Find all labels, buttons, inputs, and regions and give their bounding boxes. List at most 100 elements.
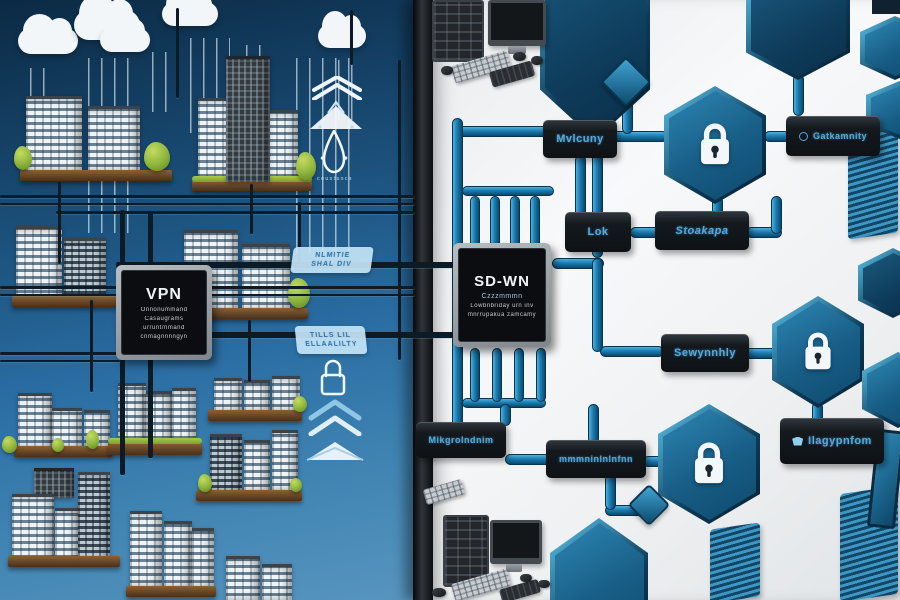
building [242, 244, 290, 309]
label-lock-text: Lok [587, 226, 609, 238]
hexagon-node [866, 80, 900, 140]
dark-corner-shape [872, 0, 900, 14]
tree [86, 430, 99, 449]
network-pipe [771, 196, 782, 234]
panel-divider [413, 0, 433, 600]
network-cable [116, 262, 455, 268]
vpn-sign-line: Onnonummand [140, 306, 188, 313]
building [88, 106, 140, 171]
hexagon-node [862, 352, 900, 428]
building-platform [14, 446, 112, 457]
cloud-icon [162, 0, 218, 26]
label-storage: Stoakapa [655, 211, 749, 250]
computer-mouse [520, 574, 532, 582]
network-cable [298, 202, 301, 264]
network-pipe [452, 126, 548, 137]
mountain-icon [306, 442, 364, 461]
hexagon-face [555, 523, 644, 600]
building-platform [8, 556, 120, 567]
network-pipe [536, 348, 546, 402]
building-platform [20, 170, 172, 181]
label-integration: Ilagypnfom [780, 418, 884, 464]
sdwan-sign-line: Lowbnbriday urn inv [470, 302, 534, 309]
network-cable [128, 332, 455, 338]
tree [296, 152, 316, 180]
chevron-up-double-icon [308, 399, 362, 436]
padlock-outline-icon [320, 359, 346, 396]
padlock-icon [799, 330, 838, 372]
vpn-sign: VPN Onnonummand Casaugrams urrunt/nmand … [116, 265, 212, 360]
cable-tag-line: SHAL DIV [310, 261, 353, 268]
vpn-sign-line: urrunt/nmand [143, 324, 185, 331]
label-security: Sewynnhly [661, 334, 749, 372]
network-pipe [793, 74, 804, 116]
building-platform [196, 490, 302, 501]
tree [2, 436, 17, 453]
building [262, 564, 292, 600]
label-communication: mmmninlnlnfnn [546, 440, 646, 478]
computer-mouse [441, 66, 453, 75]
building [210, 434, 242, 491]
building [214, 378, 242, 411]
cloud-icon [18, 13, 78, 54]
droplet-caption: coustuscs [317, 176, 353, 182]
layered-stack [710, 522, 760, 600]
building [78, 472, 110, 562]
monitor-stand [506, 564, 522, 572]
network-cable [56, 211, 415, 214]
computer-mouse [538, 580, 550, 588]
network-pipe [492, 348, 502, 402]
label-migration-text: Mikgrolndnim [428, 435, 494, 445]
computer-tower [432, 0, 484, 62]
network-pipe [605, 474, 616, 510]
cloud-icon [318, 10, 366, 48]
cable-tag-line: ELLAALILTY [304, 341, 358, 348]
integration-lock-icon [792, 436, 804, 446]
network-cable [350, 10, 353, 65]
network-pipe [552, 258, 604, 269]
computer-monitor [490, 520, 542, 564]
hexagon-node [746, 0, 850, 80]
building [164, 521, 192, 587]
hexagon-node [772, 296, 864, 408]
network-cable [248, 320, 251, 382]
network-pipe [510, 196, 520, 248]
vpn-sign-face: VPN Onnonummand Casaugrams urrunt/nmand … [121, 270, 207, 355]
building [55, 508, 79, 562]
computer-tower [443, 515, 489, 587]
label-storage-text: Stoakapa [675, 224, 729, 237]
network-cable [90, 300, 93, 392]
label-security-text: Sewynnhly [674, 347, 736, 359]
building [172, 388, 196, 443]
sdwan-sign: SD-WN Czzzmmmn Lowbnbriday urn inv mnrru… [453, 243, 551, 347]
gateway-circle-icon [798, 131, 808, 141]
network-pipe [600, 346, 664, 357]
network-pipe [462, 186, 554, 196]
network-cable [176, 8, 179, 98]
building [34, 468, 74, 498]
monitor-stand [508, 46, 526, 54]
hexagon-node [858, 248, 900, 318]
building [18, 393, 52, 447]
building [244, 380, 270, 411]
building [26, 96, 82, 171]
computer-mouse [531, 56, 543, 65]
hexagon-node [658, 404, 760, 524]
tree [198, 474, 212, 492]
hexagon-node [664, 86, 766, 204]
building-platform [208, 410, 302, 421]
network-pipe [490, 196, 500, 248]
cable-tag-line: NLMITIE [314, 251, 351, 259]
building [244, 440, 270, 491]
building-platform [178, 308, 308, 319]
sdwan-sign-line: mnrrupakua zamcamy [467, 311, 537, 318]
hexagon-face [751, 0, 846, 76]
label-privacy-text: Mvlcuny [556, 133, 604, 145]
computer-mouse [432, 588, 446, 597]
hexagon-node [860, 16, 900, 80]
cable-tag-top: NLMITIE SHAL DIV [290, 247, 374, 273]
building [12, 494, 54, 562]
vpn-sign-line: cnmagnnnngyn [140, 333, 188, 340]
mountain-icon [310, 100, 362, 129]
